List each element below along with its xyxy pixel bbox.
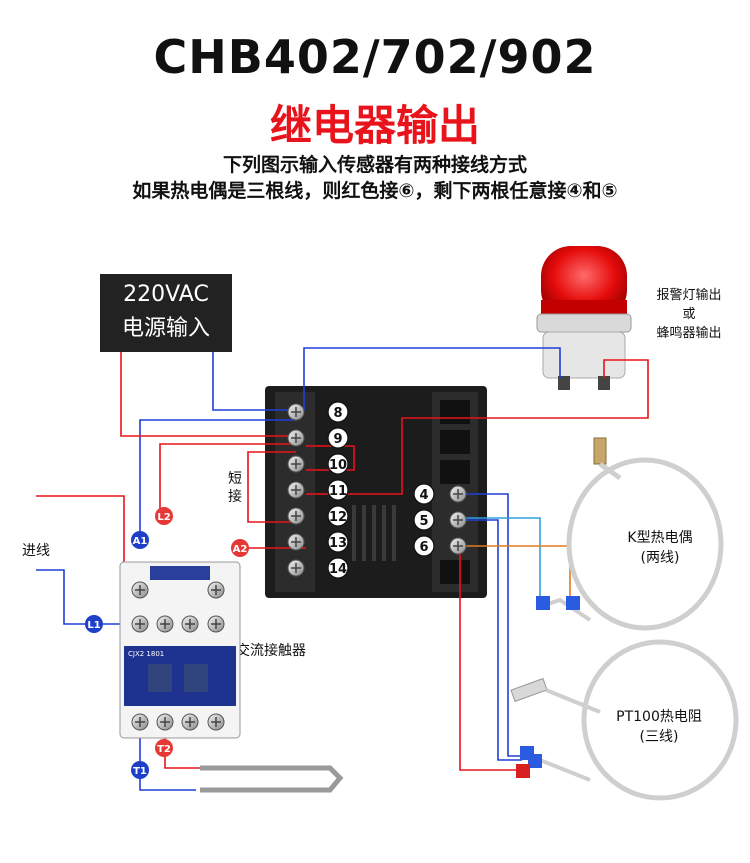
left-terminal-8: 8 <box>327 401 349 423</box>
tag-l1-text: L1 <box>87 620 100 631</box>
left-terminal-10: 10 <box>327 453 349 475</box>
output-type-title: 继电器输出 <box>269 101 480 150</box>
left-terminal-9-number: 9 <box>333 432 342 447</box>
tag-l2: L2 <box>155 507 173 525</box>
right-terminal-screw-4 <box>449 485 467 503</box>
inlet-label: 进线 <box>22 543 50 559</box>
power-voltage-label: 220VAC <box>123 282 209 307</box>
power-input-label: 电源输入 <box>121 316 210 341</box>
right-terminal-6-number: 6 <box>419 540 428 555</box>
alarm-label-line-3: 蜂鸣器输出 <box>656 326 722 341</box>
tag-l1: L1 <box>85 615 103 633</box>
ac-contactor: CJX2 1801 <box>119 561 241 739</box>
contactor-model-text: CJX2 1801 <box>128 650 164 658</box>
left-terminal-13: 13 <box>327 531 349 553</box>
left-terminal-11-number: 11 <box>329 484 347 499</box>
left-terminal-screw-8 <box>287 403 305 421</box>
contactor-screw-4 <box>156 615 174 633</box>
contactor-screws <box>131 581 225 731</box>
description-line-2: 如果热电偶是三根线，则红色接⑥，剩下两根任意接④和⑤ <box>132 180 618 202</box>
right-terminal-screw-6 <box>449 537 467 555</box>
thermocouple-label: K型热电偶 (两线) <box>610 527 710 567</box>
left-terminal-9: 9 <box>327 427 349 449</box>
left-terminal-10-number: 10 <box>329 458 347 473</box>
thermocouple-label-line-2: (两线) <box>640 550 680 566</box>
tag-a2: A2 <box>231 539 249 557</box>
right-terminal-4: 4 <box>413 483 435 505</box>
short-label-left-2: 接 <box>228 489 242 505</box>
right-terminal-6: 6 <box>413 535 435 557</box>
contactor-label: 交流接触器 <box>236 643 306 659</box>
left-terminal-screw-10 <box>287 455 305 473</box>
contactor-screw-7 <box>131 713 149 731</box>
left-terminal-block: 8 9 10 11 12 13 14 <box>287 401 349 579</box>
power-input-box: 220VAC 电源输入 <box>100 274 232 352</box>
spade-connectors <box>516 596 580 778</box>
alarm-output-label: 报警灯输出 或 蜂鸣器输出 <box>634 284 744 341</box>
tag-t1: T1 <box>131 761 149 779</box>
right-terminal-5-number: 5 <box>419 514 428 529</box>
tag-t2-text: T2 <box>157 744 171 755</box>
rtd-label-line-2: (三线) <box>639 729 679 745</box>
left-terminal-8-number: 8 <box>333 406 342 421</box>
right-terminal-4-number: 4 <box>419 488 428 503</box>
short-label-left: 短 接 <box>228 470 242 506</box>
tag-a2-text: A2 <box>233 544 248 555</box>
left-terminal-screw-9 <box>287 429 305 447</box>
short-label-left-1: 短 <box>228 471 242 487</box>
left-terminal-13-number: 13 <box>329 536 347 551</box>
alarm-label-line-1: 报警灯输出 <box>656 288 722 303</box>
contactor-screw-9 <box>181 713 199 731</box>
rtd-label: PT100热电阻 (三线) <box>600 706 718 746</box>
rtd-label-line-1: PT100热电阻 <box>616 709 702 725</box>
tag-l2-text: L2 <box>157 512 170 523</box>
contactor-screw-3 <box>131 615 149 633</box>
thermocouple-probe <box>544 437 724 631</box>
right-terminal-block: 4 5 6 <box>413 483 467 557</box>
contactor-screw-8 <box>156 713 174 731</box>
right-terminal-screw-5 <box>449 511 467 529</box>
left-terminal-screw-11 <box>287 481 305 499</box>
left-terminal-screw-12 <box>287 507 305 525</box>
heater-element <box>200 765 344 793</box>
tag-a1-text: A1 <box>133 536 148 547</box>
thermocouple-label-line-1: K型热电偶 <box>627 530 693 546</box>
contactor-screw-2 <box>207 581 225 599</box>
left-terminal-12: 12 <box>327 505 349 527</box>
left-terminal-screw-14 <box>287 559 305 577</box>
contactor-screw-1 <box>131 581 149 599</box>
description-line-1: 下列图示输入传感器有两种接线方式 <box>222 154 527 176</box>
contactor-screw-10 <box>207 713 225 731</box>
left-terminal-14: 14 <box>327 557 349 579</box>
model-title: CHB402/702/902 <box>153 30 597 84</box>
alarm-label-line-2: 或 <box>682 307 696 322</box>
tag-t1-text: T1 <box>133 766 147 777</box>
alarm-lamp <box>536 246 632 390</box>
tag-a1: A1 <box>131 531 149 549</box>
contactor-screw-6 <box>207 615 225 633</box>
left-terminal-12-number: 12 <box>329 510 347 525</box>
left-terminal-11: 11 <box>327 479 349 501</box>
left-terminal-screw-13 <box>287 533 305 551</box>
rtd-probe <box>510 639 739 801</box>
right-terminal-5: 5 <box>413 509 435 531</box>
left-terminal-14-number: 14 <box>329 562 347 577</box>
tag-t2: T2 <box>155 739 173 757</box>
contactor-screw-5 <box>181 615 199 633</box>
